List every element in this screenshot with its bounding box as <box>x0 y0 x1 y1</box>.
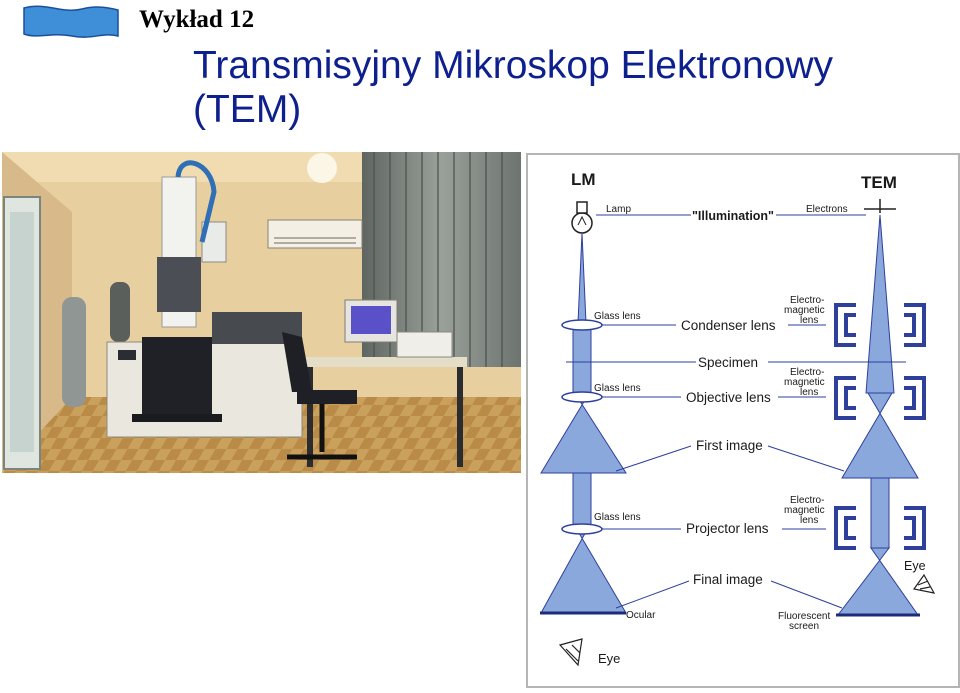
tem-lab-photo <box>2 152 521 473</box>
connector-lines <box>566 214 906 609</box>
lm-tem-comparison-diagram: LM TEM <box>526 153 960 688</box>
electron-source-icon <box>864 199 896 213</box>
slide-title-line1: Transmisyjny Mikroskop Elektronowy <box>193 44 834 87</box>
slide-title: Transmisyjny Mikroskop Elektronowy (TEM) <box>193 44 833 132</box>
electromagnetic-label-condenser-2: magnetic <box>784 305 825 316</box>
eye-icon-lm <box>558 638 583 667</box>
electromagnetic-label-objective-3: lens <box>800 387 818 398</box>
fluorescent-screen-label-2: screen <box>789 621 819 632</box>
tem-label: TEM <box>861 173 897 192</box>
electromagnetic-label-condenser-1: Electro- <box>790 295 824 306</box>
eye-label-lm: Eye <box>598 651 620 666</box>
glass-lens-label-condenser: Glass lens <box>594 311 641 322</box>
electromagnetic-label-condenser-3: lens <box>800 315 818 326</box>
electromagnetic-label-projector-2: magnetic <box>784 505 825 516</box>
first-image-label: First image <box>696 438 763 453</box>
eye-icon-tem <box>912 573 936 594</box>
glass-lens-label-objective: Glass lens <box>594 383 641 394</box>
specimen-label: Specimen <box>698 355 758 370</box>
projector-lens-label: Projector lens <box>686 521 769 536</box>
lamp-label: Lamp <box>606 204 631 215</box>
objective-lens-label: Objective lens <box>686 390 771 405</box>
eye-label-tem: Eye <box>904 559 926 573</box>
ocular-label: Ocular <box>626 610 656 621</box>
electrons-label: Electrons <box>806 204 848 215</box>
banner-flag-icon <box>23 5 119 38</box>
illumination-label: "Illumination" <box>692 209 774 223</box>
electromagnetic-label-projector-1: Electro- <box>790 495 824 506</box>
tem-beam <box>836 214 919 616</box>
electromagnetic-label-objective-2: magnetic <box>784 377 825 388</box>
lecture-label: Wykład 12 <box>139 6 255 33</box>
condenser-lens-label: Condenser lens <box>681 318 776 333</box>
glass-lens-label-projector: Glass lens <box>594 512 641 523</box>
electromagnetic-label-objective-1: Electro- <box>790 367 824 378</box>
electromagnetic-label-projector-3: lens <box>800 515 818 526</box>
slide-title-line2: (TEM) <box>193 88 302 131</box>
final-image-label: Final image <box>693 572 763 587</box>
lm-glass-lenses <box>561 319 603 535</box>
tem-electromagnetic-lenses <box>834 303 926 550</box>
lm-label: LM <box>571 170 596 189</box>
fluorescent-screen-label-1: Fluorescent <box>778 611 830 622</box>
lm-beam <box>540 232 627 614</box>
